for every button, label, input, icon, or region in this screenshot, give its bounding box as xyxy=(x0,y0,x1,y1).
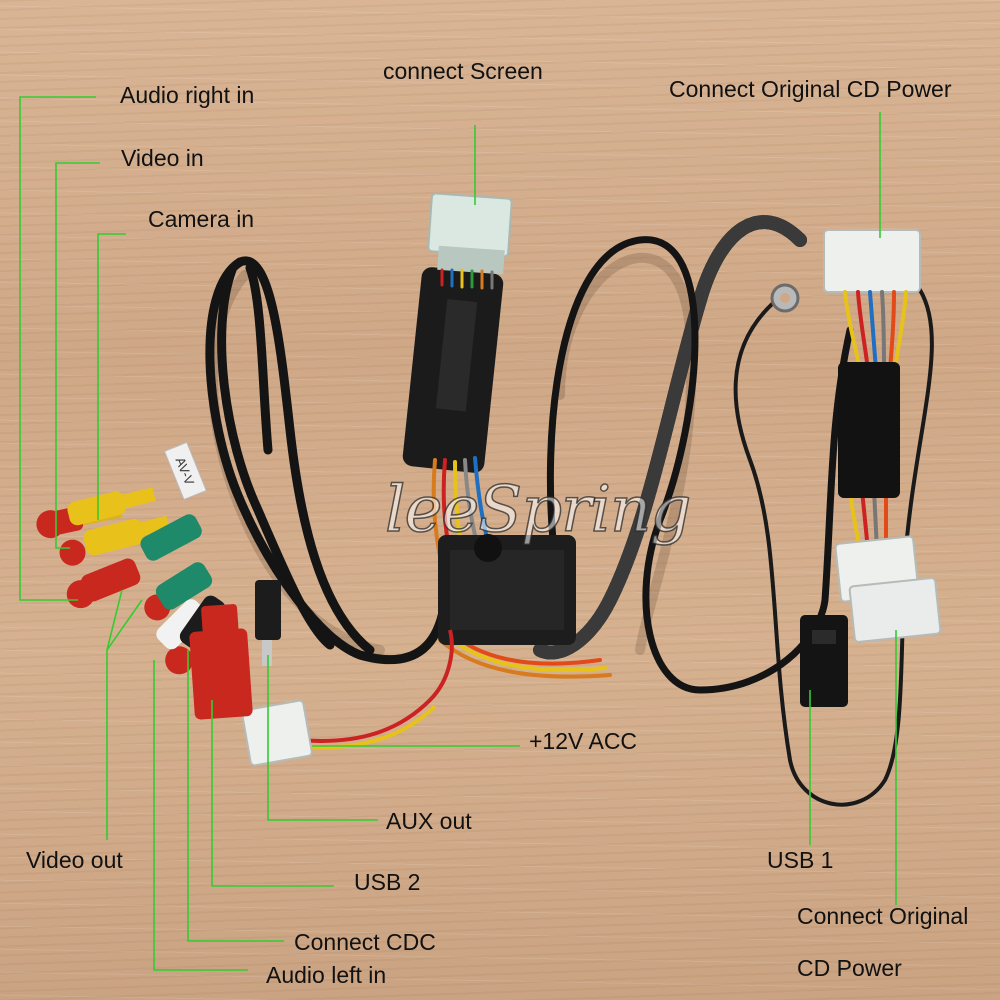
label-usb2: USB 2 xyxy=(354,869,421,895)
usb1-connector xyxy=(800,615,848,707)
label-video-in: Video in xyxy=(121,145,204,171)
leader-video-out-2 xyxy=(106,599,143,651)
center-trunk xyxy=(402,192,612,679)
label-video-out: Video out xyxy=(26,847,123,873)
label-audio-left-in: Audio left in xyxy=(266,962,387,988)
main-black-cable-bundle xyxy=(205,256,450,665)
label-acc: +12V ACC xyxy=(529,728,638,754)
label-connect-screen: connect Screen xyxy=(383,58,543,84)
leader-audio-left-in xyxy=(153,660,248,971)
label-connect-cd-power-top: Connect Original CD Power xyxy=(669,76,952,102)
label-cd-power: CD Power xyxy=(797,955,902,981)
usb-extension-cable xyxy=(546,236,854,694)
acc-connector xyxy=(241,629,454,767)
label-audio-right-in: Audio right in xyxy=(120,82,255,108)
leader-audio-right-in xyxy=(19,96,96,601)
leader-video-out-1 xyxy=(106,589,123,840)
braided-cable xyxy=(533,215,807,660)
ground-wire xyxy=(733,288,934,807)
cd-power-harness xyxy=(823,229,942,643)
leader-connect-cdc xyxy=(187,650,284,942)
ring-terminal xyxy=(770,283,800,313)
leader-camera-in xyxy=(97,233,126,520)
watermark: leeSpring xyxy=(384,473,692,547)
leader-lines xyxy=(19,96,897,971)
label-connect-cdc: Connect CDC xyxy=(294,929,436,955)
label-usb1: USB 1 xyxy=(767,847,834,873)
label-camera-in: Camera in xyxy=(148,206,255,232)
rca-plugs: AV-V xyxy=(36,441,281,720)
leader-usb2 xyxy=(211,700,334,887)
label-aux-out: AUX out xyxy=(386,808,472,834)
leader-aux-out xyxy=(267,655,378,821)
leader-video-in xyxy=(55,162,100,549)
label-connect-original: Connect Original xyxy=(797,903,969,929)
